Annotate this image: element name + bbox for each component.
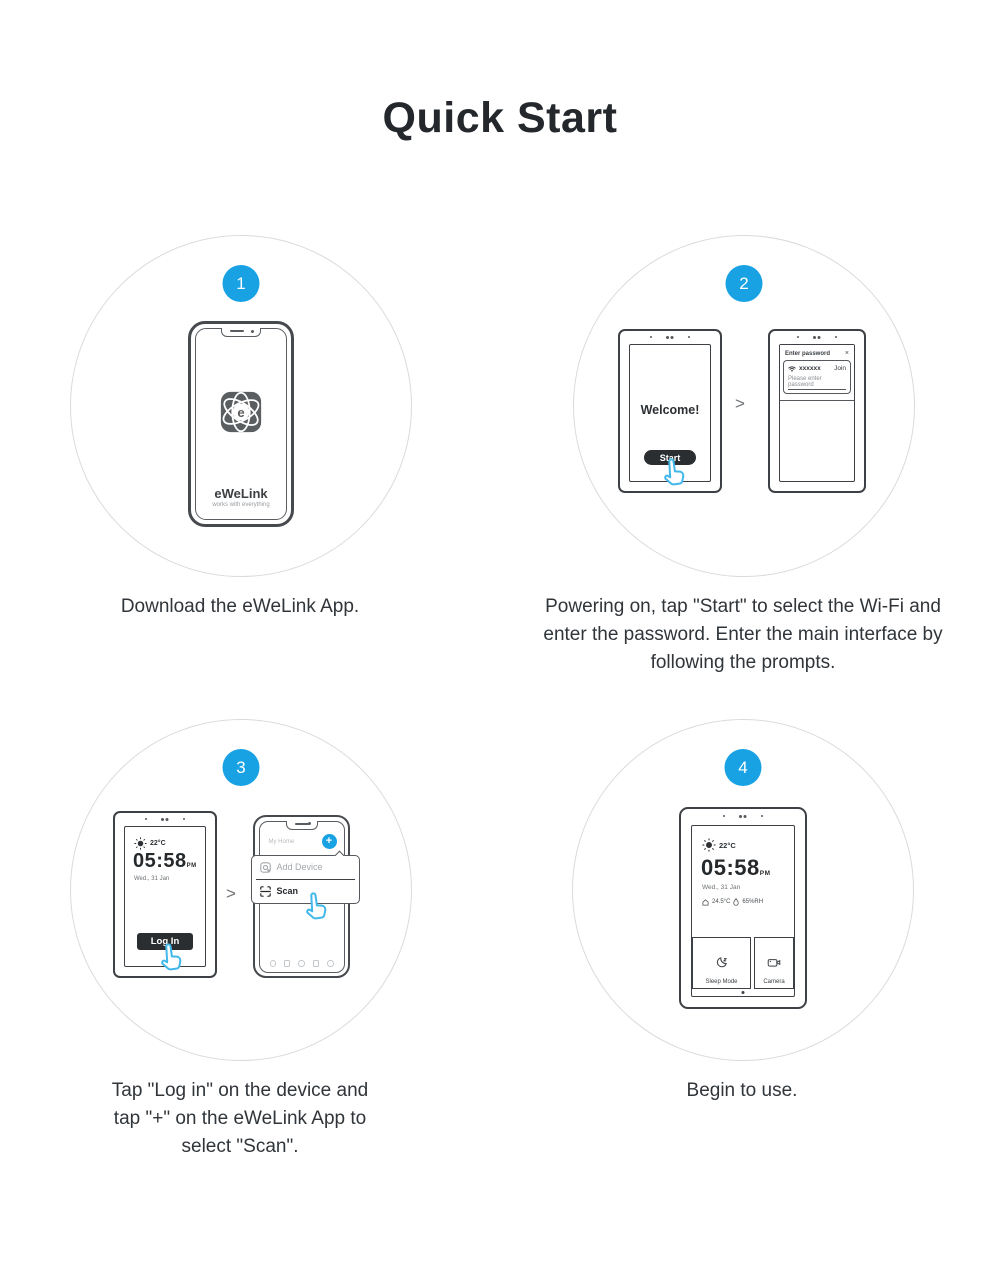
wifi-network-row: xxxxxx Join Please enter password <box>783 360 851 394</box>
login-screen: 22°C 05:58PM Wed., 31 Jan Log In <box>124 826 206 971</box>
log-in-button[interactable]: Log In <box>137 933 193 950</box>
ewelink-tagline: works with everything <box>212 502 270 508</box>
camera-label: Camera <box>763 979 785 985</box>
main-screen: 22°C 05:58PM Wed., 31 Jan 24.5°C <box>691 825 795 997</box>
indoor-icon <box>702 898 709 906</box>
welcome-text: Welcome! <box>640 403 700 417</box>
ewelink-wordmark: eWeLink <box>214 486 268 501</box>
step-2-caption: Powering on, tap "Start" to select the W… <box>543 596 943 673</box>
sleep-mode-card[interactable]: Sleep Mode <box>692 937 751 989</box>
step-2: 2 Welcome! Start > <box>543 235 943 673</box>
clock-meridiem: PM <box>186 863 197 869</box>
ewelink-app-icon[interactable]: e <box>220 391 262 433</box>
room-temp: 24.5°C <box>712 899 731 905</box>
clock-meridiem: PM <box>759 870 771 877</box>
app-nav-icons <box>269 960 334 967</box>
menu-item-add-device[interactable]: Add Device <box>252 856 359 879</box>
smartphone-illustration: e eWeLink works with everything <box>188 321 294 527</box>
step-1: 1 e <box>70 235 412 617</box>
sun-icon <box>134 837 147 850</box>
hand-cursor-icon <box>305 891 326 919</box>
humidity-icon <box>733 898 740 906</box>
device-welcome-screen: Welcome! Start <box>618 329 722 493</box>
chevron-right-icon: > <box>735 394 745 413</box>
clock-date: Wed., 31 Jan <box>134 876 170 882</box>
step-1-circle: 1 e <box>70 235 412 577</box>
camera-card[interactable]: Camera <box>754 937 794 989</box>
step-4-badge: 4 <box>724 749 762 786</box>
bezel-dots <box>620 335 720 339</box>
app-screen: My Home + Add Device <box>250 820 360 973</box>
sleep-mode-label: Sleep Mode <box>705 979 738 985</box>
password-screen: Enter password × xxxxxx <box>779 344 855 482</box>
camera-icon <box>767 959 781 967</box>
svg-text:e: e <box>237 405 244 420</box>
function-cards: Sleep Mode Camera <box>692 937 794 989</box>
weather-temp: 22°C <box>719 840 736 850</box>
wifi-ssid: xxxxxx <box>799 365 821 372</box>
step-4-circle: 4 22° <box>572 719 914 1061</box>
step-3-badge: 3 <box>222 749 260 786</box>
device-main-interface: 22°C 05:58PM Wed., 31 Jan 24.5°C <box>679 807 807 1009</box>
humidity: 65%RH <box>742 899 764 905</box>
home-label: My Home <box>268 838 295 845</box>
clock-time: 05:58 <box>133 850 187 872</box>
phone-notch <box>221 328 261 337</box>
app-phone-illustration: My Home + Add Device <box>250 815 360 978</box>
bezel-dots <box>681 814 805 818</box>
add-menu: Add Device Scan <box>250 850 360 904</box>
sleep-mode-icon <box>716 957 727 968</box>
step-1-caption: Download the eWeLink App. <box>120 596 360 617</box>
step-3: 3 22° <box>70 719 412 1157</box>
enter-password-popup: Enter password × xxxxxx <box>780 345 854 401</box>
add-plus-button[interactable]: + <box>321 833 337 849</box>
home-indicator <box>741 991 745 994</box>
step-2-circle: 2 Welcome! Start > <box>573 235 915 577</box>
welcome-screen: Welcome! Start <box>629 344 711 486</box>
step-1-badge: 1 <box>222 265 260 302</box>
step-4-caption: Begin to use. <box>686 1080 798 1101</box>
menu-divider <box>255 878 355 880</box>
step-2-badge: 2 <box>725 265 763 302</box>
close-icon[interactable]: × <box>844 350 849 357</box>
bezel-dots <box>770 335 864 339</box>
add-device-icon <box>259 861 271 873</box>
hand-cursor-icon <box>664 458 685 486</box>
step-3-caption: Tap "Log in" on the device and tap "+" o… <box>111 1080 369 1157</box>
scan-icon <box>259 885 271 897</box>
page-title: Quick Start <box>382 94 618 142</box>
phone-notch <box>285 820 318 830</box>
clock-time: 05:58 <box>701 855 760 880</box>
clock-date: Wed., 31 Jan <box>702 884 741 891</box>
step-4: 4 22° <box>572 719 914 1101</box>
wifi-icon <box>788 365 796 372</box>
device-password-screen: Enter password × xxxxxx <box>768 329 866 493</box>
chevron-right-icon: > <box>226 884 236 903</box>
step-3-circle: 3 22° <box>70 719 412 1061</box>
start-button[interactable]: Start <box>644 450 696 465</box>
popup-title: Enter password <box>785 350 831 357</box>
weather-temp: 22°C <box>150 840 166 847</box>
join-button[interactable]: Join <box>834 365 846 372</box>
phone-screen: e eWeLink works with everything <box>195 328 287 520</box>
menu-item-scan[interactable]: Scan <box>252 880 359 903</box>
bezel-dots <box>115 817 215 821</box>
password-input[interactable]: Please enter password <box>788 376 846 390</box>
device-login-screen: 22°C 05:58PM Wed., 31 Jan Log In <box>113 811 217 978</box>
sun-icon <box>702 838 716 852</box>
hand-cursor-icon <box>161 943 182 971</box>
